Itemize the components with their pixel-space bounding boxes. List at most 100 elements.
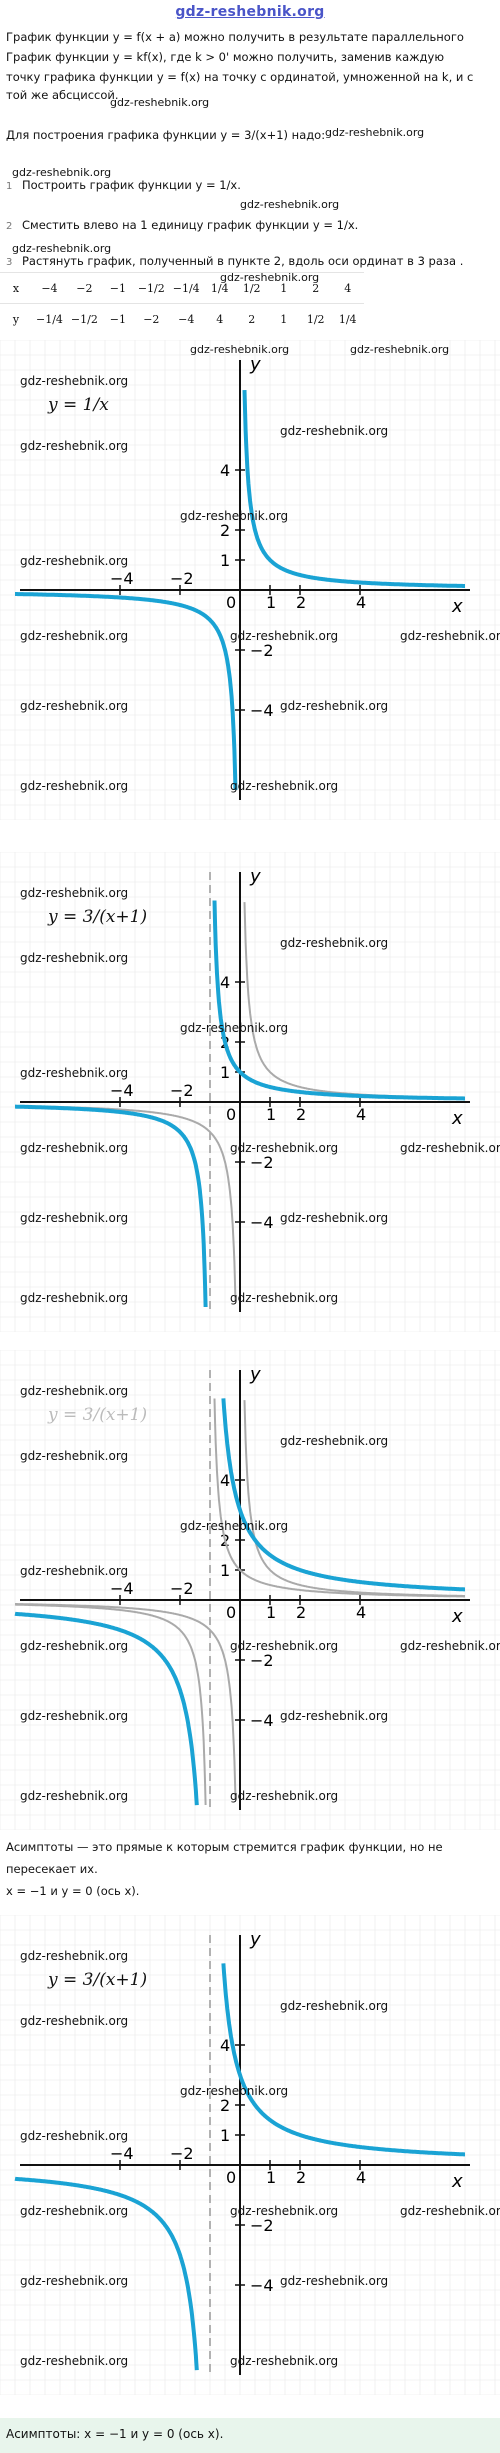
x-tick-label: 0 — [226, 2168, 236, 2187]
watermark: gdz-reshebnik.org — [20, 2014, 128, 2028]
table-cell: −4 — [32, 272, 67, 304]
x-tick-label: −2 — [170, 2144, 194, 2163]
watermark: gdz-reshebnik.org — [280, 699, 388, 713]
watermark: gdz-reshebnik.org — [20, 1384, 128, 1398]
asymptote-text-1: Асимптоты — это прямые к которым стремит… — [6, 1840, 443, 1854]
y-axis-label: y — [249, 1929, 261, 1950]
watermark: gdz-reshebnik.org — [20, 629, 128, 643]
watermark: gdz-reshebnik.org — [280, 2274, 388, 2288]
x-tick-label: 2 — [296, 2168, 306, 2187]
table-cell: −1 — [101, 303, 134, 334]
y-tick-label: −4 — [250, 701, 274, 720]
watermark: gdz-reshebnik.org — [325, 126, 425, 139]
watermark: gdz-reshebnik.org — [230, 1639, 338, 1653]
y-axis-label: y — [249, 354, 261, 375]
x-tick-label: −4 — [110, 569, 134, 588]
watermark: gdz-reshebnik.org — [240, 198, 340, 211]
watermark: gdz-reshebnik.org — [20, 2204, 128, 2218]
function-curve — [212, 900, 465, 1101]
table-cell: −1 — [101, 272, 134, 304]
watermark: gdz-reshebnik.org — [20, 2354, 128, 2368]
watermark: gdz-reshebnik.org — [20, 1211, 128, 1225]
x-tick-label: 2 — [296, 1603, 306, 1622]
x-tick-label: 1 — [266, 2168, 276, 2187]
y-tick-label: −2 — [250, 1153, 274, 1172]
watermark: gdz-reshebnik.org — [230, 779, 338, 793]
watermark: gdz-reshebnik.org — [230, 2354, 338, 2368]
step-text: Сместить влево на 1 единицу график функц… — [22, 218, 359, 232]
watermark: gdz-reshebnik.org — [20, 374, 128, 388]
graph-formula: y = 3/(x+1) — [47, 1405, 147, 1425]
table-cell: −1/2 — [66, 303, 102, 334]
watermark: gdz-reshebnik.org — [180, 2084, 288, 2098]
watermark: gdz-reshebnik.org — [20, 1639, 128, 1653]
intro-line-3: точку графика функции y = f(x) на точку … — [6, 70, 474, 84]
x-tick-label: −4 — [110, 2144, 134, 2163]
watermark: gdz-reshebnik.org — [400, 629, 500, 643]
watermark: gdz-reshebnik.org — [180, 509, 288, 523]
x-tick-label: 4 — [356, 1603, 366, 1622]
x-tick-label: −2 — [170, 569, 194, 588]
y-tick-label: 4 — [220, 461, 230, 480]
table-row-x: x −4 −2 −1 −1/2 −1/4 1/4 1/2 1 2 4 — [0, 272, 364, 304]
watermark: gdz-reshebnik.org — [20, 439, 128, 453]
y-axis-label: y — [249, 1364, 261, 1385]
x-tick-label: −4 — [110, 1579, 134, 1598]
table-cell: −4 — [168, 303, 204, 334]
reference-curve — [15, 1603, 207, 1806]
table-cell: 1/4 — [203, 272, 236, 304]
table-cell: 1 — [267, 303, 300, 334]
y-tick-label: 1 — [220, 1561, 230, 1580]
site-title[interactable]: gdz-reshebnik.org — [175, 4, 325, 20]
watermark: gdz-reshebnik.org — [280, 1709, 388, 1723]
watermark: gdz-reshebnik.org — [20, 951, 128, 965]
watermark: gdz-reshebnik.org — [280, 936, 388, 950]
table-cell: 4 — [203, 303, 236, 334]
reference-curve — [243, 1400, 465, 1597]
watermark: gdz-reshebnik.org — [20, 1291, 128, 1305]
y-tick-label: 4 — [220, 973, 230, 992]
x-tick-label: 2 — [296, 1105, 306, 1124]
watermark: gdz-reshebnik.org — [400, 1639, 500, 1653]
graph-formula: y = 3/(x+1) — [47, 907, 147, 927]
table-row-y: y −1/4 −1/2 −1 −2 −4 4 2 1 1/2 1/4 — [0, 303, 364, 334]
watermark: gdz-reshebnik.org — [190, 343, 290, 356]
table-cell: −1/4 — [168, 272, 204, 304]
watermark: gdz-reshebnik.org — [20, 886, 128, 900]
watermark: gdz-reshebnik.org — [280, 1434, 388, 1448]
x-tick-label: −4 — [110, 1081, 134, 1100]
watermark: gdz-reshebnik.org — [20, 2129, 128, 2143]
watermark: gdz-reshebnik.org — [180, 1519, 288, 1533]
task-line: Для построения графика функции y = 3/(x+… — [6, 128, 326, 142]
watermark: gdz-reshebnik.org — [20, 779, 128, 793]
watermark: gdz-reshebnik.org — [350, 343, 450, 356]
function-curve — [221, 1398, 465, 1592]
graph-formula: y = 3/(x+1) — [47, 1970, 147, 1990]
watermark: gdz-reshebnik.org — [12, 242, 112, 255]
y-tick-label: 1 — [220, 2126, 230, 2145]
watermark: gdz-reshebnik.org — [20, 1709, 128, 1723]
reference-curve — [213, 1398, 465, 1598]
y-tick-label: 1 — [220, 551, 230, 570]
watermark: gdz-reshebnik.org — [230, 2204, 338, 2218]
step-number: 3 — [6, 257, 13, 268]
table-cell: 1/4 — [331, 303, 364, 334]
x-tick-label: −2 — [170, 1579, 194, 1598]
watermark: gdz-reshebnik.org — [20, 554, 128, 568]
x-tick-label: 2 — [296, 593, 306, 612]
x-tick-label: 1 — [266, 593, 276, 612]
intro-line-4: той же абсциссой. — [6, 88, 119, 102]
reference-curve — [243, 902, 465, 1099]
table-cell: 1 — [267, 272, 300, 304]
watermark: gdz-reshebnik.org — [280, 1211, 388, 1225]
watermark: gdz-reshebnik.org — [20, 1949, 128, 1963]
watermark: gdz-reshebnik.org — [230, 1291, 338, 1305]
x-tick-label: 0 — [226, 593, 236, 612]
y-tick-label: 1 — [220, 1063, 230, 1082]
